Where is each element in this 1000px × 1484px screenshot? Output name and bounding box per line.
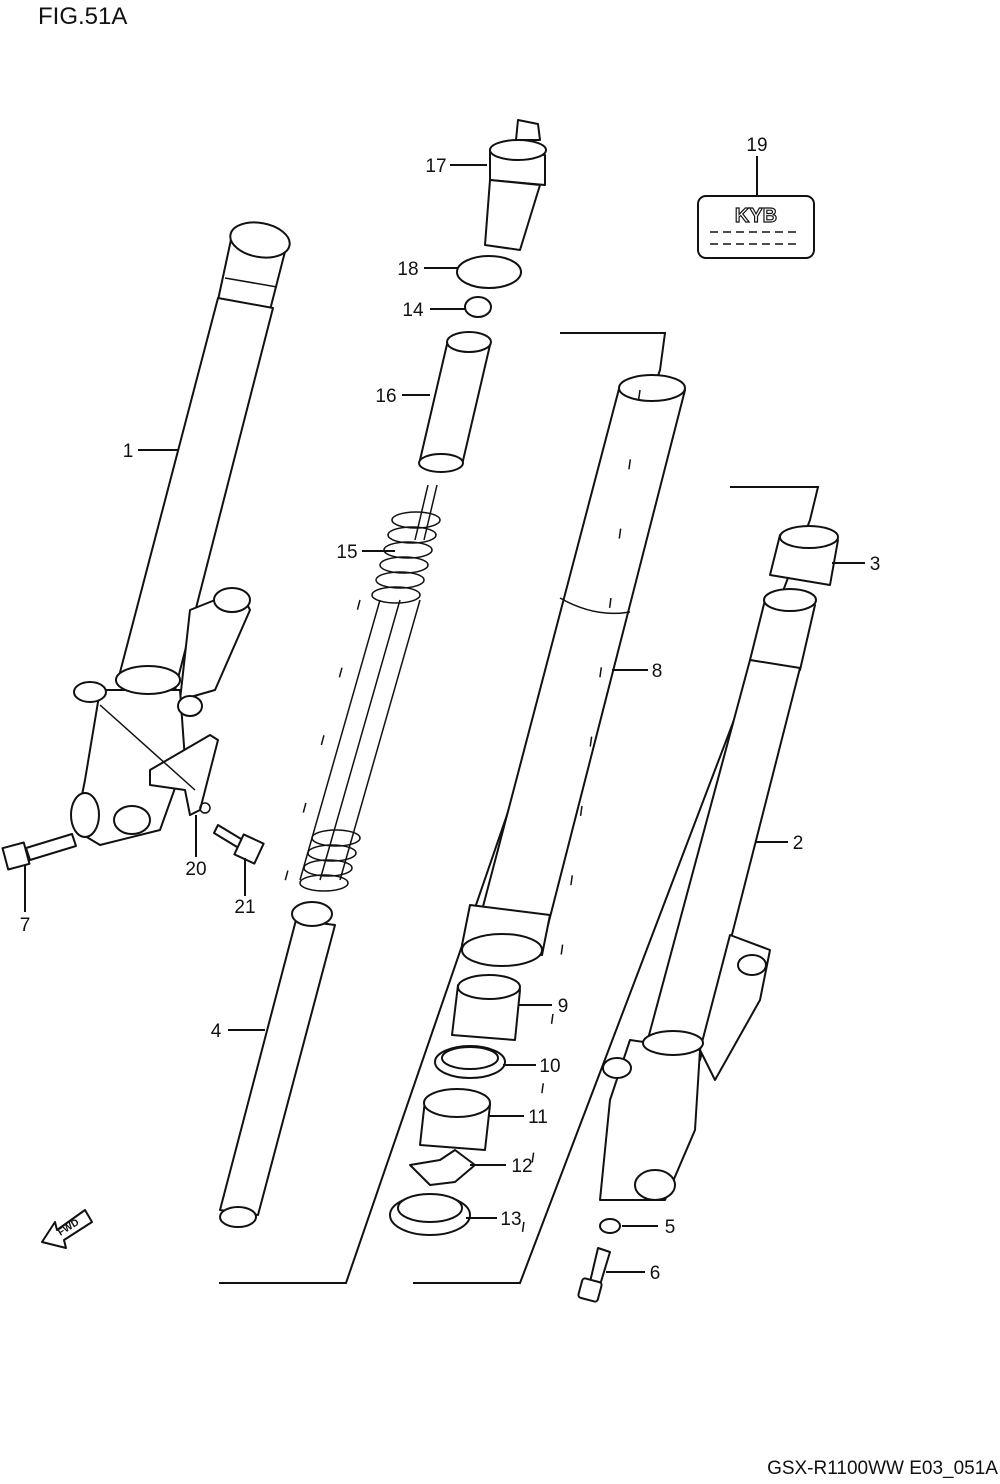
- part-9-bushing: [451, 974, 521, 1041]
- callout-3: 3: [870, 554, 881, 575]
- kyb-logo-text: KYB: [735, 205, 777, 227]
- callout-15: 15: [336, 542, 357, 563]
- callout-10: 10: [539, 1056, 560, 1077]
- part-3-bushing: [769, 525, 839, 586]
- figure-footer: GSX-R1100WW E03_051A: [767, 1458, 998, 1479]
- callout-2: 2: [793, 833, 804, 854]
- part-6-bolt: [577, 1247, 611, 1303]
- callout-16: 16: [375, 386, 396, 407]
- part-7-bolt: [1, 833, 77, 871]
- part-11-oil-seal: [419, 1088, 491, 1151]
- part-10-washer: [434, 1045, 506, 1079]
- part-18-o-ring: [456, 255, 522, 289]
- callout-1: 1: [123, 441, 134, 462]
- fwd-arrow-icon: FWD: [41, 1209, 93, 1249]
- callout-5: 5: [665, 1217, 676, 1238]
- part-2-outer-tube-right: [599, 588, 817, 1201]
- callout-21: 21: [234, 897, 255, 918]
- callout-19: 19: [746, 135, 767, 156]
- callout-14: 14: [402, 300, 424, 321]
- part-5-washer: [599, 1218, 621, 1234]
- callout-18: 18: [397, 259, 418, 280]
- callout-20: 20: [185, 859, 206, 880]
- part-13-dust-seal: [389, 1193, 471, 1236]
- part-17-cap-bolt: [484, 119, 547, 251]
- callout-13: 13: [500, 1209, 521, 1230]
- part-21-bolt: [213, 824, 265, 865]
- part-19-kyb-label: KYB: [697, 195, 815, 259]
- part-14-nut: [464, 296, 492, 318]
- callout-4: 4: [211, 1021, 222, 1042]
- callout-11: 11: [528, 1107, 548, 1128]
- callout-9: 9: [558, 996, 569, 1017]
- part-12-stopper-ring: [409, 1149, 476, 1186]
- part-16-spacer: [418, 331, 492, 473]
- callout-labels: 1 2 3 4 5 6 7 8 9 10 11 12 13 14 15 16 1…: [20, 135, 881, 1284]
- part-20-bracket: [99, 704, 219, 816]
- callout-8: 8: [652, 661, 663, 682]
- part-4-damper-rod: [219, 332, 667, 1284]
- callout-17: 17: [425, 156, 446, 177]
- callout-7: 7: [20, 915, 31, 936]
- callout-6: 6: [650, 1263, 661, 1284]
- leader-lines: [24, 156, 865, 1273]
- callout-12: 12: [511, 1156, 532, 1177]
- part-1-outer-tube-left: [70, 221, 291, 846]
- figure-title: FIG.51A: [38, 3, 127, 30]
- part-15-spring: [299, 484, 441, 892]
- part-8-inner-tube: [413, 374, 820, 1284]
